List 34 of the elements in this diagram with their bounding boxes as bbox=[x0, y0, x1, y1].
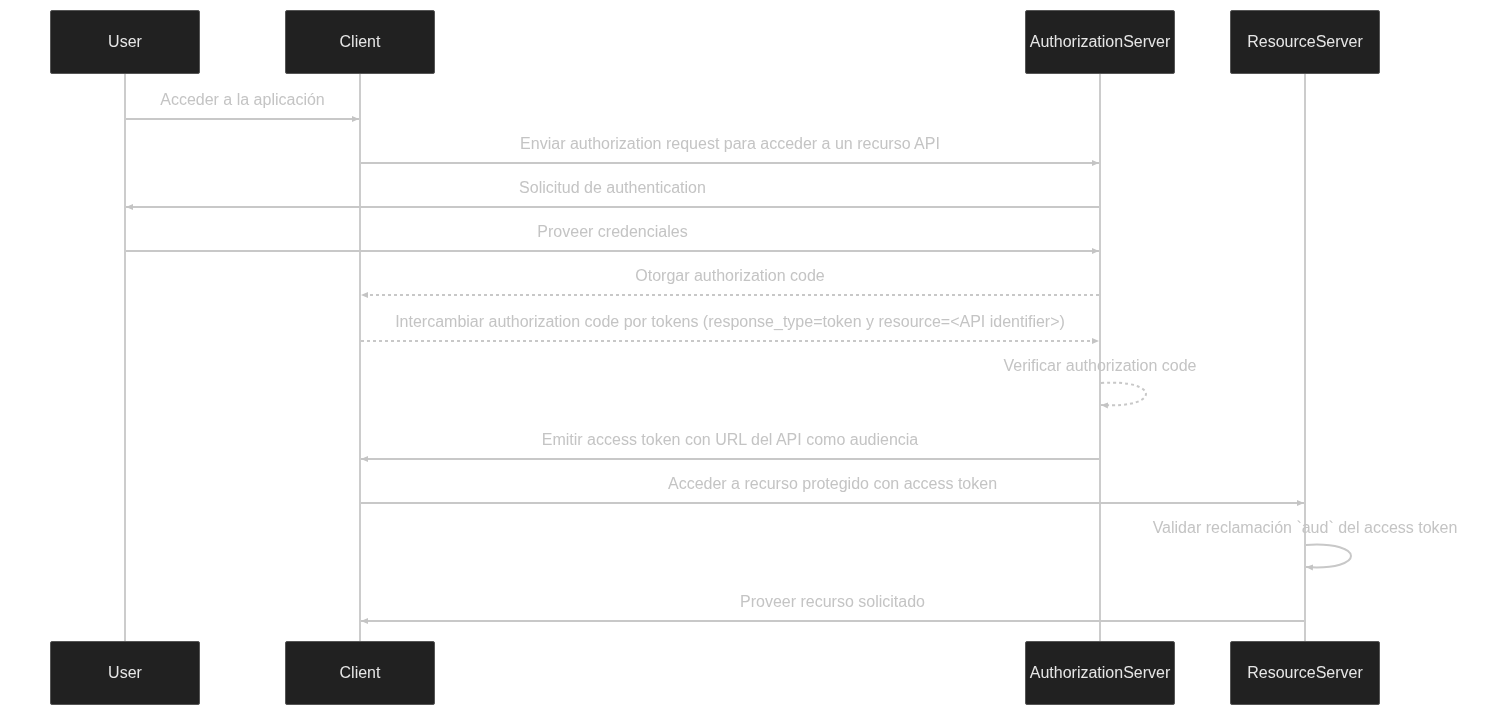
message-arrow bbox=[360, 160, 1100, 166]
message-label: Validar reclamación `aud` del access token bbox=[1152, 519, 1458, 537]
message-label: Proveer credenciales bbox=[537, 223, 688, 241]
participant-box: ResourceServer bbox=[1230, 641, 1380, 705]
participant-box: User bbox=[50, 641, 200, 705]
participant-box: ResourceServer bbox=[1230, 10, 1380, 74]
participant-box: Client bbox=[285, 10, 435, 74]
participant-box: User bbox=[50, 10, 200, 74]
participant-box: AuthorizationServer bbox=[1025, 641, 1175, 705]
message-arrow bbox=[125, 204, 1100, 210]
message-arrow bbox=[125, 248, 1100, 254]
lifeline bbox=[359, 74, 361, 641]
message-label: Enviar authorization request para acceder a un recurso API bbox=[520, 135, 940, 153]
lifeline bbox=[1304, 74, 1306, 641]
message-arrow bbox=[360, 618, 1305, 624]
message-arrow bbox=[360, 292, 1100, 298]
message-arrow bbox=[360, 500, 1305, 506]
participant-box: Client bbox=[285, 641, 435, 705]
message-label: Verificar authorization code bbox=[1003, 357, 1197, 375]
message-arrow bbox=[360, 456, 1100, 462]
message-arrow bbox=[125, 116, 360, 122]
message-label: Acceder a recurso protegido con access token bbox=[667, 475, 998, 493]
message-label: Proveer recurso solicitado bbox=[740, 593, 925, 611]
message-label: Otorgar authorization code bbox=[635, 267, 825, 285]
message-label: Solicitud de authentication bbox=[519, 179, 706, 197]
participant-box: AuthorizationServer bbox=[1025, 10, 1175, 74]
lifeline bbox=[1099, 74, 1101, 641]
lifeline bbox=[124, 74, 126, 641]
self-message-arrow bbox=[1305, 543, 1352, 571]
message-label: Acceder a la aplicación bbox=[160, 91, 325, 109]
message-arrow bbox=[360, 338, 1100, 344]
self-message-arrow bbox=[1100, 381, 1147, 409]
message-label: Intercambiar authorization code por tokens (response_type=token y resource=<API identifier>) bbox=[395, 313, 1065, 331]
message-label: Emitir access token con URL del API como audiencia bbox=[541, 431, 919, 449]
